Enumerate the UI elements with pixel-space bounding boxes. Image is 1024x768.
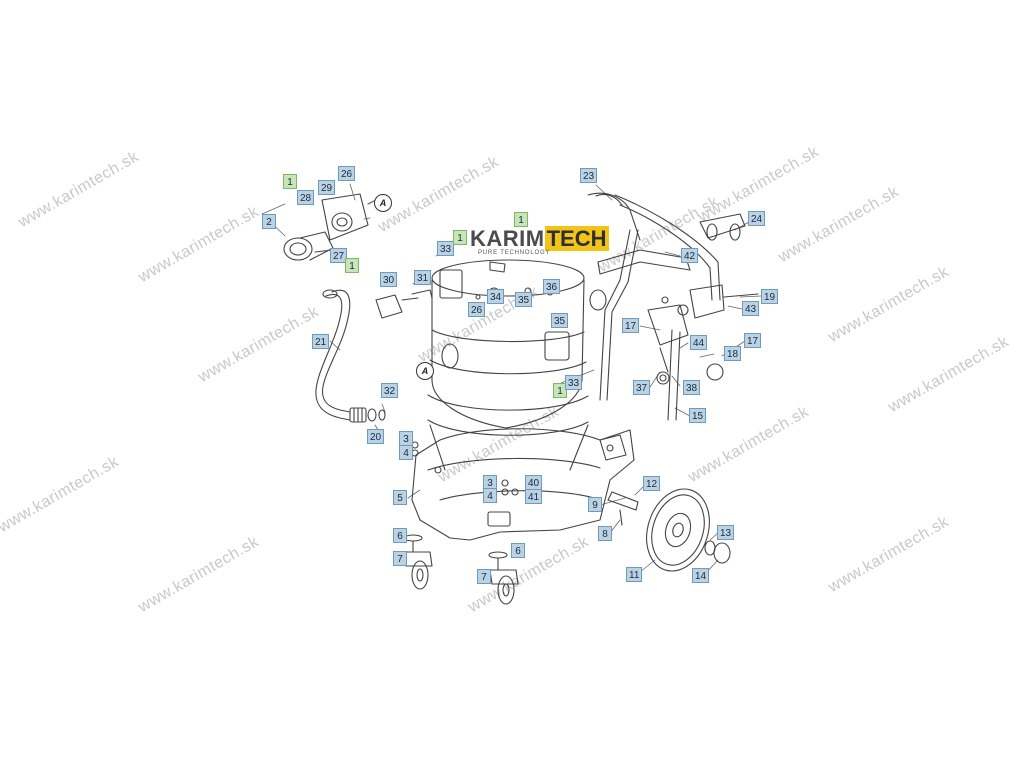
- part-label[interactable]: 18: [724, 346, 742, 361]
- suction-hose: [315, 289, 386, 423]
- part-label[interactable]: 8: [598, 526, 612, 541]
- part-label[interactable]: 4: [483, 488, 497, 503]
- part-label[interactable]: 19: [761, 289, 779, 304]
- part-label[interactable]: 15: [689, 408, 707, 423]
- part-label[interactable]: 5: [393, 490, 407, 505]
- hose-holder: [699, 213, 746, 241]
- part-label[interactable]: 7: [477, 569, 491, 584]
- part-label[interactable]: 35: [551, 313, 569, 328]
- side-frame-parts: [647, 284, 759, 421]
- part-label[interactable]: 17: [622, 318, 640, 333]
- section-marker: A: [374, 194, 392, 212]
- part-label[interactable]: 37: [633, 380, 651, 395]
- part-label[interactable]: 42: [681, 248, 699, 263]
- part-label[interactable]: 12: [643, 476, 661, 491]
- bracket-part: [375, 289, 433, 319]
- part-label[interactable]: 33: [565, 375, 583, 390]
- part-label[interactable]: 7: [393, 551, 407, 566]
- axle-parts: [607, 491, 639, 526]
- caster-wheel-left: [403, 534, 433, 590]
- part-label[interactable]: 9: [588, 497, 602, 512]
- part-label[interactable]: 41: [525, 489, 543, 504]
- part-label[interactable]: 43: [742, 301, 760, 316]
- part-label[interactable]: 32: [381, 383, 399, 398]
- part-label[interactable]: 31: [414, 270, 432, 285]
- brand-logo: KARIMTECH PURE TECHNOLOGY: [470, 226, 609, 256]
- part-label[interactable]: 4: [399, 445, 413, 460]
- container-drum: [427, 259, 589, 471]
- part-label[interactable]: 1: [345, 258, 359, 273]
- part-label[interactable]: 1: [453, 230, 467, 245]
- part-label[interactable]: 11: [626, 567, 643, 582]
- section-marker: A: [416, 362, 434, 380]
- part-label[interactable]: 40: [525, 475, 543, 490]
- part-label[interactable]: 17: [744, 333, 762, 348]
- hardware-parts: [411, 287, 559, 496]
- part-label[interactable]: 26: [338, 166, 356, 181]
- part-label[interactable]: 24: [748, 211, 766, 226]
- part-label[interactable]: 14: [692, 568, 710, 583]
- part-label[interactable]: 2: [262, 214, 276, 229]
- part-label[interactable]: 34: [487, 289, 505, 304]
- part-label[interactable]: 27: [330, 248, 348, 263]
- part-label[interactable]: 6: [511, 543, 525, 558]
- logo-text-a: KARIM: [470, 226, 545, 251]
- part-label[interactable]: 35: [515, 292, 533, 307]
- part-label[interactable]: 29: [318, 180, 336, 195]
- chassis-base: [411, 428, 635, 541]
- part-label[interactable]: 30: [380, 272, 398, 287]
- logo-text-b: TECH: [544, 226, 609, 251]
- part-label[interactable]: 23: [580, 168, 598, 183]
- part-label[interactable]: 21: [312, 334, 330, 349]
- push-handle: [587, 192, 721, 401]
- logo-tagline: PURE TECHNOLOGY: [478, 250, 551, 256]
- part-label[interactable]: 20: [367, 429, 385, 444]
- part-label[interactable]: 44: [690, 335, 708, 350]
- part-label[interactable]: 13: [717, 525, 735, 540]
- part-label[interactable]: 1: [283, 174, 297, 189]
- filter-housing-assembly: [283, 193, 369, 263]
- part-label[interactable]: 6: [393, 528, 407, 543]
- part-label[interactable]: 3: [399, 431, 413, 446]
- part-label[interactable]: 26: [468, 302, 486, 317]
- part-label[interactable]: 1: [514, 212, 528, 227]
- part-label[interactable]: 33: [437, 241, 455, 256]
- part-label[interactable]: 36: [543, 279, 561, 294]
- part-label[interactable]: 28: [297, 190, 315, 205]
- caster-wheel-right: [488, 551, 519, 605]
- rear-wheel: [646, 488, 731, 572]
- part-label[interactable]: 1: [553, 383, 567, 398]
- part-label[interactable]: 38: [683, 380, 701, 395]
